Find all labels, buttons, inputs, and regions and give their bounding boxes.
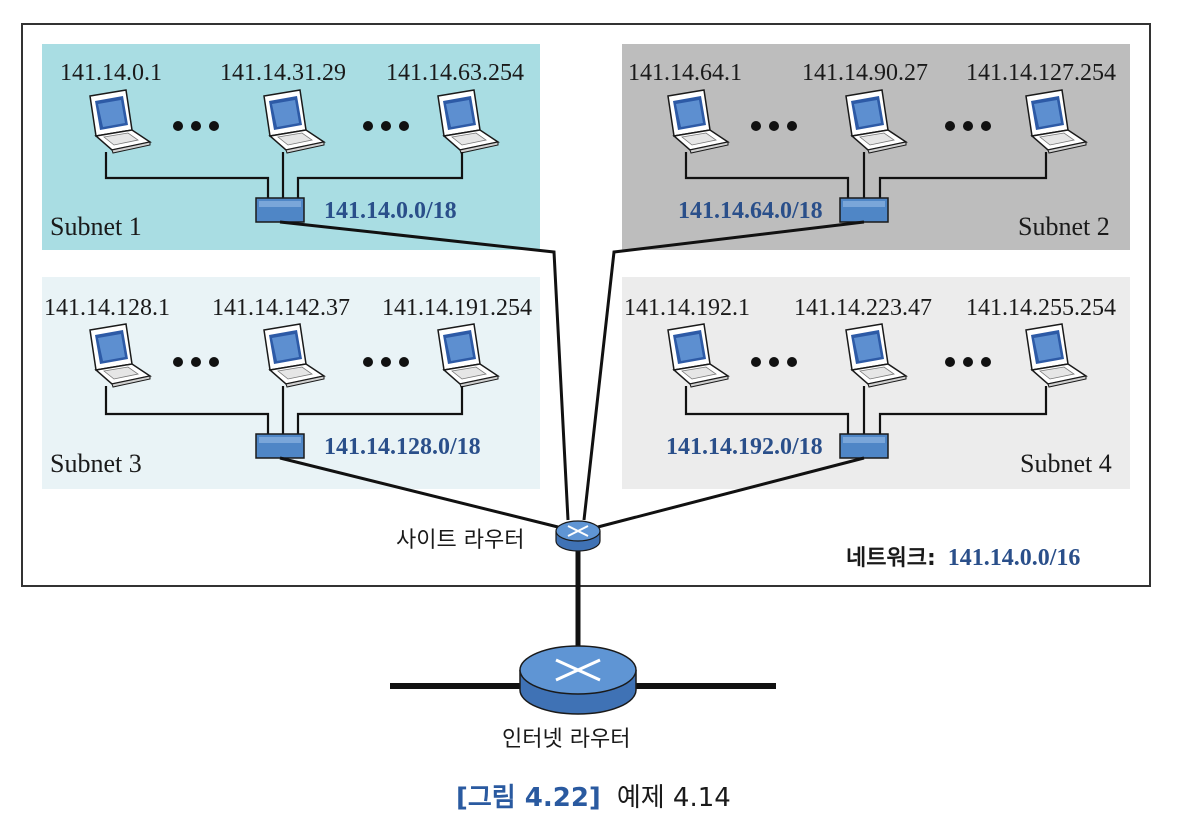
subnet-2: 141.14.64.1 141.14.90.27 141.14.127.254 … [628, 60, 1116, 241]
host-link [684, 152, 850, 198]
ellipsis-icon [173, 357, 409, 367]
host-ip: 141.14.192.1 [624, 295, 750, 321]
subnet-label: Subnet 3 [50, 449, 142, 478]
subnet-4: 141.14.192.1 141.14.223.47 141.14.255.25… [624, 295, 1116, 478]
switch-icon[interactable] [839, 433, 889, 459]
subnet-1: 141.14.0.1 141.14.31.29 141.14.63.254 14… [50, 60, 524, 241]
host-link [296, 386, 464, 434]
switch-icon[interactable] [255, 197, 305, 223]
ellipsis-icon [751, 121, 991, 131]
site-router-label: 사이트 라우터 [396, 528, 524, 553]
host-ip: 141.14.64.1 [628, 60, 742, 86]
network-label: 네트워크: 141.14.0.0/16 [846, 545, 1080, 571]
host-ip: 141.14.223.47 [794, 295, 932, 321]
internet-router-icon[interactable] [519, 645, 637, 715]
ellipsis-icon [173, 121, 409, 131]
site-router-icon[interactable] [555, 520, 601, 552]
subnet-3: 141.14.128.1 141.14.142.37 141.14.191.25… [44, 295, 532, 478]
host-ip: 141.14.90.27 [802, 60, 928, 86]
host-link [104, 386, 270, 434]
subnet-address: 141.14.128.0/18 [324, 434, 481, 460]
switch-icon[interactable] [839, 197, 889, 223]
switch-icon[interactable] [255, 433, 305, 459]
figure-caption: [그림 4.22] 예제 4.14 [456, 783, 731, 813]
network-address: 141.14.0.0/16 [948, 545, 1081, 571]
subnet-label: Subnet 4 [1020, 449, 1112, 478]
host-ip: 141.14.128.1 [44, 295, 170, 321]
subnet-2-uplink [582, 220, 865, 521]
host-ip: 141.14.0.1 [60, 60, 162, 86]
host-link [878, 386, 1048, 434]
ellipsis-icon [751, 357, 991, 367]
host-ip: 141.14.191.254 [382, 295, 532, 321]
host-ip: 141.14.255.254 [966, 295, 1116, 321]
figure-number: [그림 4.22] [456, 783, 601, 813]
host-link [104, 152, 270, 198]
subnet-4-uplink [593, 456, 865, 530]
subnet-label: Subnet 2 [1018, 212, 1110, 241]
host-ip: 141.14.142.37 [212, 295, 350, 321]
host-ip: 141.14.127.254 [966, 60, 1116, 86]
host-ip: 141.14.31.29 [220, 60, 346, 86]
subnet-1-uplink [279, 220, 570, 521]
host-link [878, 152, 1048, 198]
host-link [296, 152, 464, 198]
subnet-label: Subnet 1 [50, 212, 142, 241]
internet-router-label: 인터넷 라우터 [502, 727, 630, 752]
network-label-prefix: 네트워크: [846, 546, 936, 571]
host-link [684, 386, 850, 434]
subnet-3-uplink [279, 456, 563, 530]
subnet-address: 141.14.64.0/18 [678, 198, 823, 224]
host-ip: 141.14.63.254 [386, 60, 524, 86]
figure-title: 예제 4.14 [617, 783, 731, 813]
subnet-address: 141.14.192.0/18 [666, 434, 823, 460]
subnet-address: 141.14.0.0/18 [324, 198, 457, 224]
